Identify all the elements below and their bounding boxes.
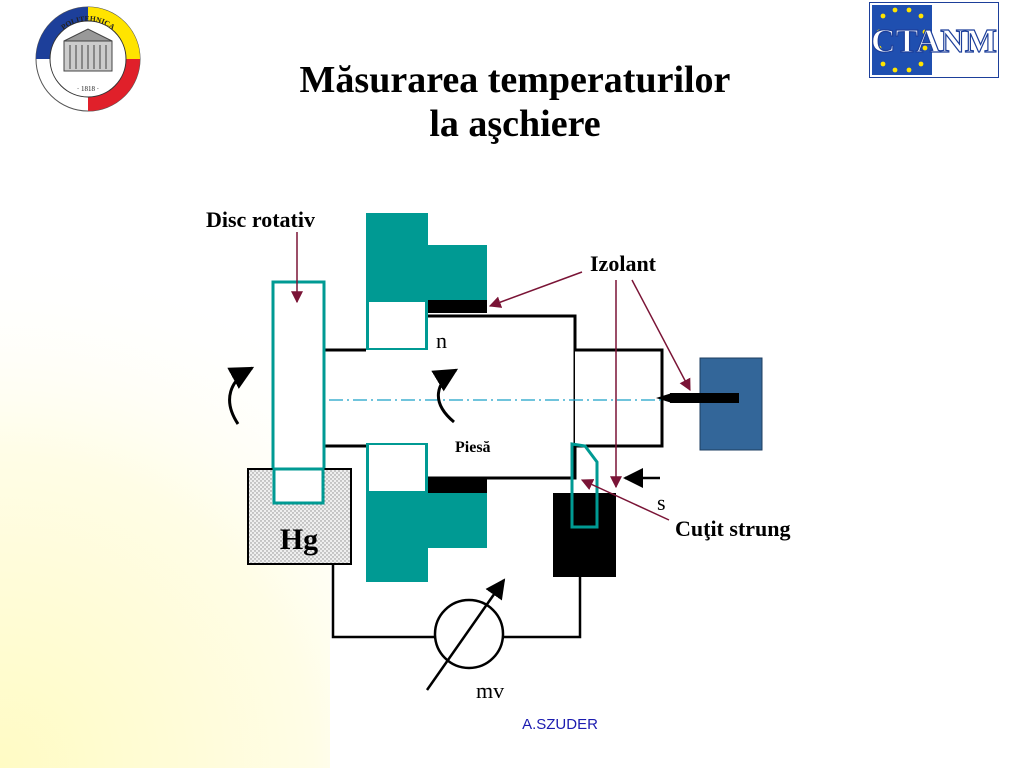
label-disc-rotativ: Disc rotativ: [206, 207, 315, 232]
lower-insulator: [428, 479, 487, 493]
label-n: n: [436, 328, 447, 353]
label-piesa: Piesă: [455, 439, 491, 456]
hg-label: Hg: [280, 523, 318, 556]
ctanm-logo-text: CTANM: [871, 23, 997, 60]
slide-title-line2: la aşchiere: [429, 103, 601, 145]
tailstock-block: [699, 357, 763, 451]
tool-holder: [553, 493, 616, 577]
label-mv: mv: [476, 678, 504, 703]
lower-jaw-insert: [367, 443, 427, 493]
logo-left-year: · 1818 ·: [77, 85, 99, 93]
millivoltmeter: [433, 598, 505, 670]
slide-footer-author: A.SZUDER: [522, 716, 598, 733]
workpiece-end: [575, 348, 664, 448]
university-logo: POLITEHNICA · 1818 ·: [35, 6, 141, 112]
slide-title: Măsurarea temperaturilor la aşchiere: [200, 58, 830, 146]
upper-insulator: [428, 300, 487, 313]
workpiece-rotation-arrow: [431, 368, 459, 424]
cutting-tool: [570, 442, 599, 529]
upper-jaw-insert: [367, 300, 427, 350]
rotating-disc: [271, 280, 326, 504]
label-s: s: [657, 490, 666, 515]
millivoltmeter-needle: [425, 578, 506, 691]
circuit-wire: [331, 564, 582, 639]
disc-rotation-arrow: [227, 366, 255, 425]
ctanm-logo: CTANM: [869, 2, 999, 78]
workpiece: [428, 314, 577, 480]
label-izolant: Izolant: [590, 251, 657, 276]
slide-title-line1: Măsurarea temperaturilor: [299, 59, 731, 101]
label-cutit-strung: Cuţit strung: [675, 516, 791, 541]
tailstock-center: [670, 393, 739, 403]
